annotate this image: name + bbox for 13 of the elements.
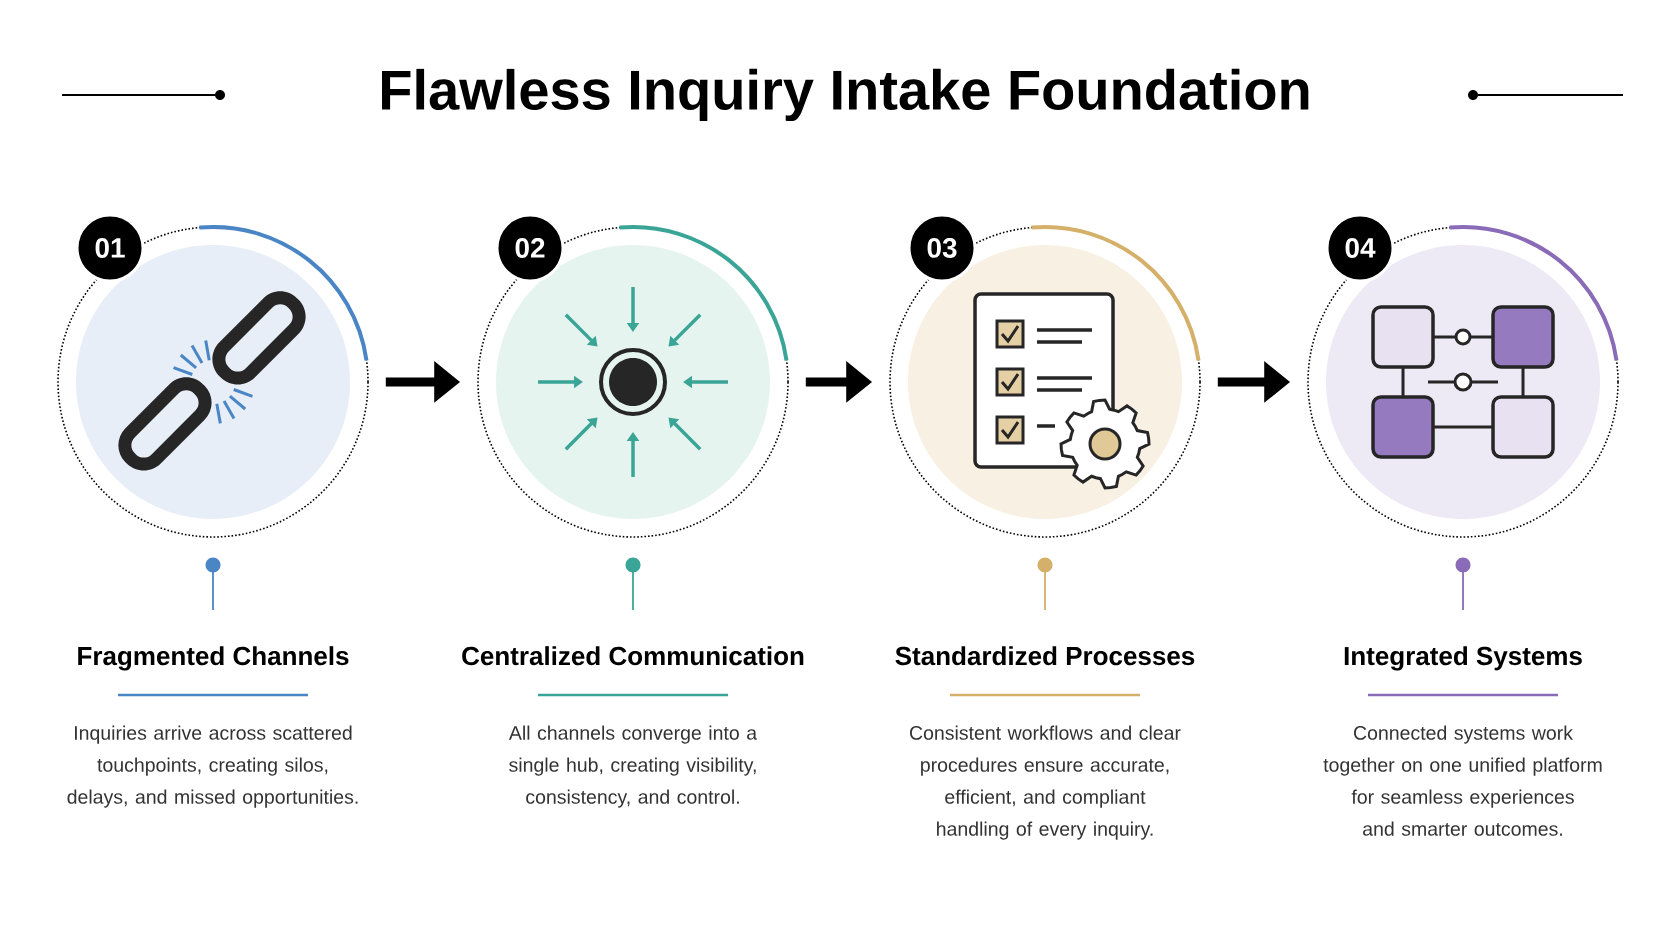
step-description: Consistent workflows and clear procedures ensure accurate, efficient, and compliant handling of every inquiry. [910,725,1181,840]
step-description: Inquiries arrive across scattered touchpoints, creating silos, delays, and missed opportunities. [67,725,358,808]
number-badge: 04 [1325,213,1395,283]
title: Flawless Inquiry Intake Foundation [382,68,1309,122]
step-description: All channels converge into a single hub, creating visibility, consistency, and control. [508,725,758,808]
step-description: Connected systems work together on one unified platform for seamless experiences and smarter outcomes. [1323,725,1602,836]
step-heading: Integrated Systems [1344,646,1582,671]
number-badge: 03 [907,213,977,283]
number-badge: 01 [75,213,145,283]
step-heading: Standardized Processes [895,646,1195,666]
step-heading: Centralized Communication [462,646,804,666]
step-heading: Fragmented Channels [78,646,349,671]
number-badge: 02 [495,213,565,283]
